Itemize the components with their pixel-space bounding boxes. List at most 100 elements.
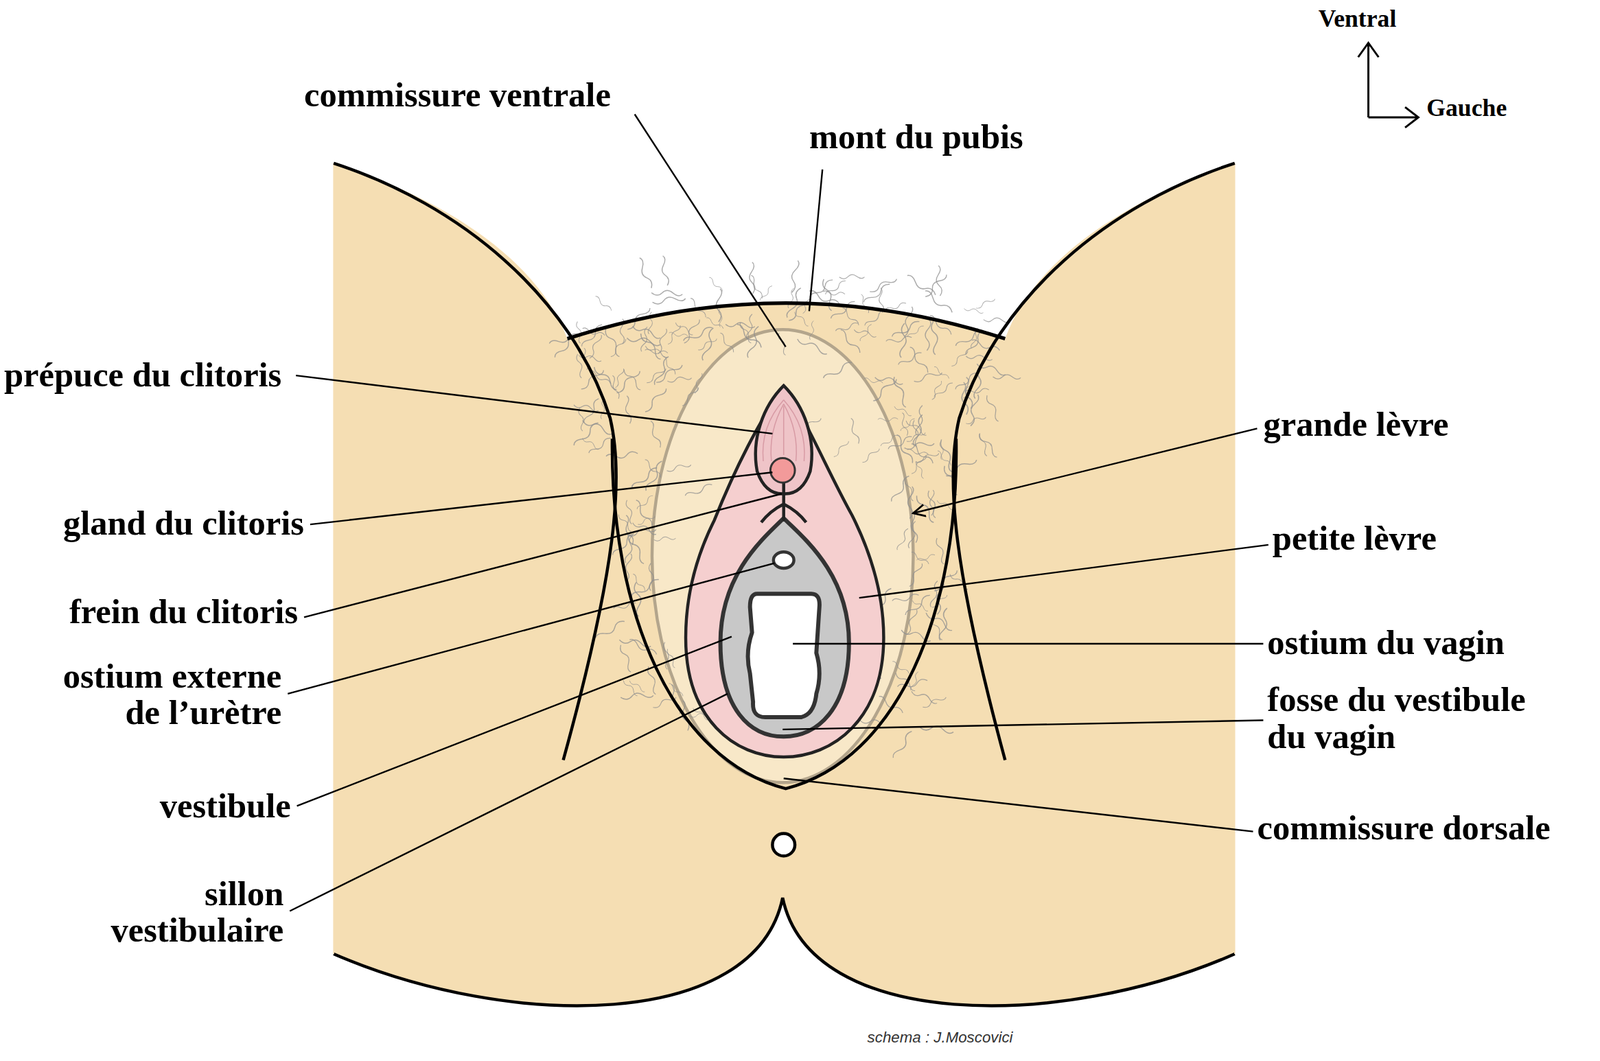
hair-strand [978, 432, 990, 457]
hair-strand [910, 551, 931, 565]
urethral-meatus [773, 551, 795, 569]
credit-text: schema : J.Moscovici [867, 1028, 1014, 1048]
hair-strand [891, 729, 914, 760]
hair-strand [674, 321, 694, 336]
hair-strand [868, 275, 898, 294]
hair-strand [894, 671, 918, 692]
labia-majora-outline [612, 438, 957, 789]
hair-strand [923, 289, 955, 315]
hair-strand [910, 689, 939, 705]
leader-line [783, 778, 1254, 832]
axis-label: Gauche [1426, 94, 1507, 123]
leader-line [295, 375, 773, 434]
hair-strand [921, 694, 947, 710]
thigh-line-right [953, 163, 1235, 761]
buttock-outline [333, 897, 1235, 1006]
hair-strand [848, 418, 861, 445]
hair-strand [661, 355, 677, 376]
leader-line [287, 563, 775, 694]
hair-strand [609, 337, 627, 359]
hair-strand [938, 607, 950, 641]
hair-strand [638, 332, 664, 361]
orientation-axes [1358, 42, 1419, 127]
hair-strand [684, 482, 713, 500]
hair-strand [618, 644, 634, 673]
hair-strand [593, 295, 613, 313]
leader-line [297, 636, 732, 807]
vaginal-ostium [748, 593, 820, 718]
hair-strand [787, 297, 813, 323]
hair-strand [893, 434, 915, 465]
hair-strand [906, 430, 926, 443]
hair-strand [613, 367, 624, 389]
hair-strand [862, 282, 891, 306]
hair-strand [822, 360, 853, 382]
hair-strand [871, 376, 898, 403]
part-label: frein du clitoris [69, 593, 298, 631]
hair-strand [904, 419, 928, 437]
hair-strand [908, 520, 918, 550]
hair-strand [923, 272, 948, 299]
hair-strand [910, 454, 928, 475]
hair-strand [654, 362, 683, 386]
hair-strand [899, 323, 908, 358]
hair-strand [904, 608, 918, 636]
hair-strand [914, 404, 925, 436]
hair-strand [904, 593, 933, 618]
part-label: commissure dorsale [1257, 809, 1551, 848]
hair-strand [615, 368, 642, 395]
hair-strand [907, 562, 924, 588]
axis-label: Ventral [1318, 4, 1397, 33]
part-label: ostium externe de l’urètre [41, 658, 282, 732]
hair-strand [907, 486, 914, 519]
hair-strand [930, 380, 943, 401]
frenulum [761, 482, 806, 523]
hair-strand [891, 593, 920, 605]
part-label: mont du pubis [809, 118, 1024, 156]
hair-strand [902, 306, 914, 338]
hair-strand [622, 514, 635, 546]
part-label: petite lèvre [1272, 520, 1437, 558]
hair-strand [924, 319, 931, 351]
hair-strand [701, 327, 716, 362]
hair-strand [916, 553, 936, 563]
hair-strand [630, 577, 661, 600]
leader-lines [287, 114, 1269, 912]
mons-outline [567, 303, 1006, 340]
hair-strand [682, 325, 714, 344]
hair-strand [853, 328, 878, 338]
labia-majora-inner [652, 329, 914, 783]
hair-strand [659, 255, 670, 286]
hair-strand [963, 307, 984, 315]
glans [770, 457, 795, 483]
hair-strand [840, 307, 861, 327]
hair-strand [934, 537, 947, 565]
part-label: sillon vestibulaire [89, 875, 284, 950]
hair-strand [725, 321, 756, 329]
hair-strand [835, 321, 859, 334]
hair-strand [899, 412, 910, 436]
hair-strand [864, 377, 884, 385]
hair-strand [666, 461, 692, 473]
hair-strand [656, 328, 668, 355]
part-label: gland du clitoris [63, 505, 305, 543]
hair-strand [632, 499, 655, 529]
hair-strand [628, 638, 658, 657]
hair-strand [636, 514, 656, 526]
part-label: commissure ventrale [304, 76, 611, 114]
hair-strand [647, 420, 663, 449]
hair-strand [822, 291, 845, 296]
hair-strand [651, 290, 683, 296]
hair-strand [623, 395, 633, 424]
hair-strand [897, 350, 923, 368]
hair-strand [984, 394, 1002, 423]
hair-strand [581, 437, 600, 451]
hair-strand [645, 366, 668, 385]
hair-strand [903, 478, 916, 502]
leader-line [634, 114, 786, 348]
hair-strand [705, 317, 725, 331]
pubic-hair [549, 255, 1021, 760]
hair-strand [624, 499, 635, 525]
hair-strand [667, 375, 692, 384]
